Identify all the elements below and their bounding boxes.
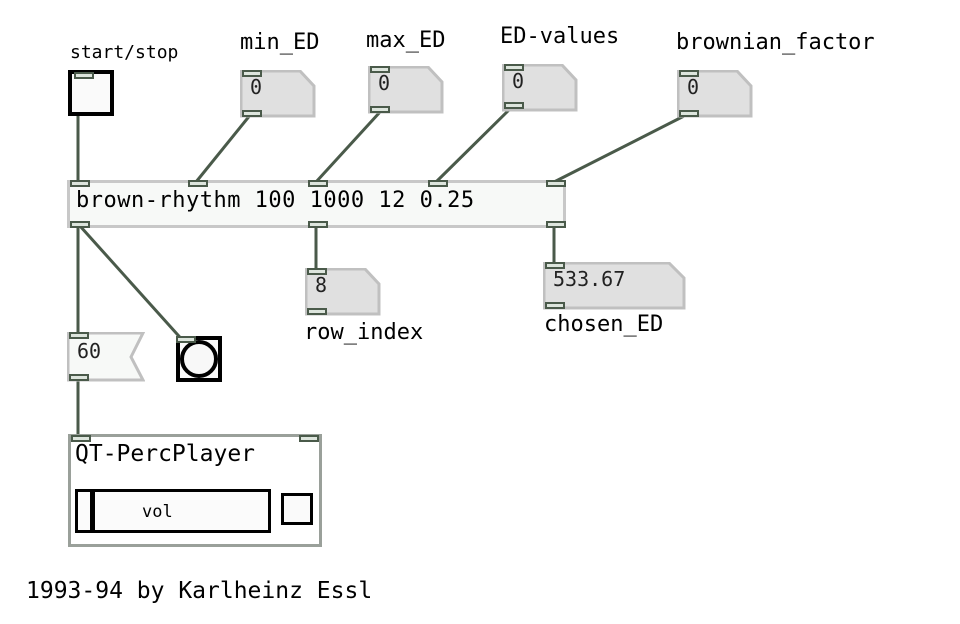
- object-inlet-5: [546, 180, 566, 187]
- message-inlet: [69, 332, 89, 339]
- row-index-outlet: [307, 308, 327, 315]
- object-inlet-2: [188, 180, 208, 187]
- brownian-factor-inlet: [679, 70, 699, 77]
- brownian-factor-outlet: [679, 110, 699, 117]
- start-stop-toggle[interactable]: [68, 70, 114, 116]
- object-outlet-2: [308, 221, 328, 228]
- min-ed-value: 0: [250, 75, 263, 99]
- chosen-ed-outlet: [545, 302, 565, 309]
- chosen-ed-value: 533.67: [553, 267, 626, 291]
- max-ed-outlet: [370, 106, 390, 113]
- min-ed-number-box[interactable]: 0: [240, 70, 316, 118]
- row-index-number-box[interactable]: 8: [305, 268, 381, 316]
- cord-brownian-factor: [553, 112, 689, 184]
- row-index-label: row_index: [304, 320, 424, 345]
- chosen-ed-number-box[interactable]: 533.67: [543, 262, 687, 310]
- message-value: 60: [77, 339, 102, 363]
- brownian-factor-label: brownian_factor: [676, 30, 875, 55]
- ed-values-number-box[interactable]: 0: [502, 64, 578, 112]
- volume-slider-label: vol: [142, 502, 173, 522]
- row-index-value: 8: [315, 273, 328, 297]
- brownian-factor-value: 0: [687, 75, 700, 99]
- volume-slider-handle[interactable]: [78, 492, 95, 530]
- object-inlet-1: [70, 180, 90, 187]
- toggle-inlet: [74, 72, 94, 79]
- qt-percplayer-subpatch[interactable]: QT-PercPlayer vol: [68, 434, 322, 547]
- volume-slider[interactable]: vol: [75, 489, 271, 533]
- toggle-label: start/stop: [70, 42, 179, 63]
- ed-values-outlet: [504, 102, 524, 109]
- object-inlet-3: [308, 180, 328, 187]
- cord-max-ed: [314, 110, 382, 184]
- cord-min-ed: [194, 113, 253, 183]
- min-ed-label: min_ED: [240, 30, 320, 55]
- min-ed-inlet: [242, 70, 262, 77]
- ed-values-label: ED-values: [500, 24, 620, 49]
- cord-ed-values: [434, 104, 515, 184]
- bang-inlet: [176, 336, 196, 343]
- object-inlet-4: [428, 180, 448, 187]
- subpatch-title: QT-PercPlayer: [75, 441, 256, 467]
- ed-values-value: 0: [512, 69, 525, 93]
- row-index-inlet: [307, 268, 327, 275]
- bang-icon: [176, 336, 222, 382]
- message-box[interactable]: 60: [67, 332, 145, 382]
- credit-text: 1993-94 by Karlheinz Essl: [26, 578, 373, 604]
- object-outlet-3: [546, 221, 566, 228]
- ed-values-inlet: [504, 64, 524, 71]
- chosen-ed-inlet: [545, 262, 565, 269]
- brown-rhythm-object[interactable]: brown-rhythm 100 1000 12 0.25: [67, 180, 566, 228]
- max-ed-label: max_ED: [366, 28, 446, 53]
- max-ed-number-box[interactable]: 0: [368, 66, 444, 114]
- cord-to-bang: [78, 224, 188, 346]
- message-outlet: [69, 374, 89, 381]
- subpatch-inlet-2: [299, 435, 319, 442]
- subpatch-toggle[interactable]: [281, 493, 313, 525]
- max-ed-value: 0: [378, 71, 391, 95]
- object-outlet-1: [70, 221, 90, 228]
- min-ed-outlet: [242, 110, 262, 117]
- subpatch-inlet-1: [71, 435, 91, 442]
- brownian-factor-number-box[interactable]: 0: [677, 70, 753, 118]
- object-text: brown-rhythm 100 1000 12 0.25: [76, 188, 475, 213]
- chosen-ed-label: chosen_ED: [544, 312, 664, 337]
- max-ed-inlet: [370, 66, 390, 73]
- bang[interactable]: [176, 336, 222, 382]
